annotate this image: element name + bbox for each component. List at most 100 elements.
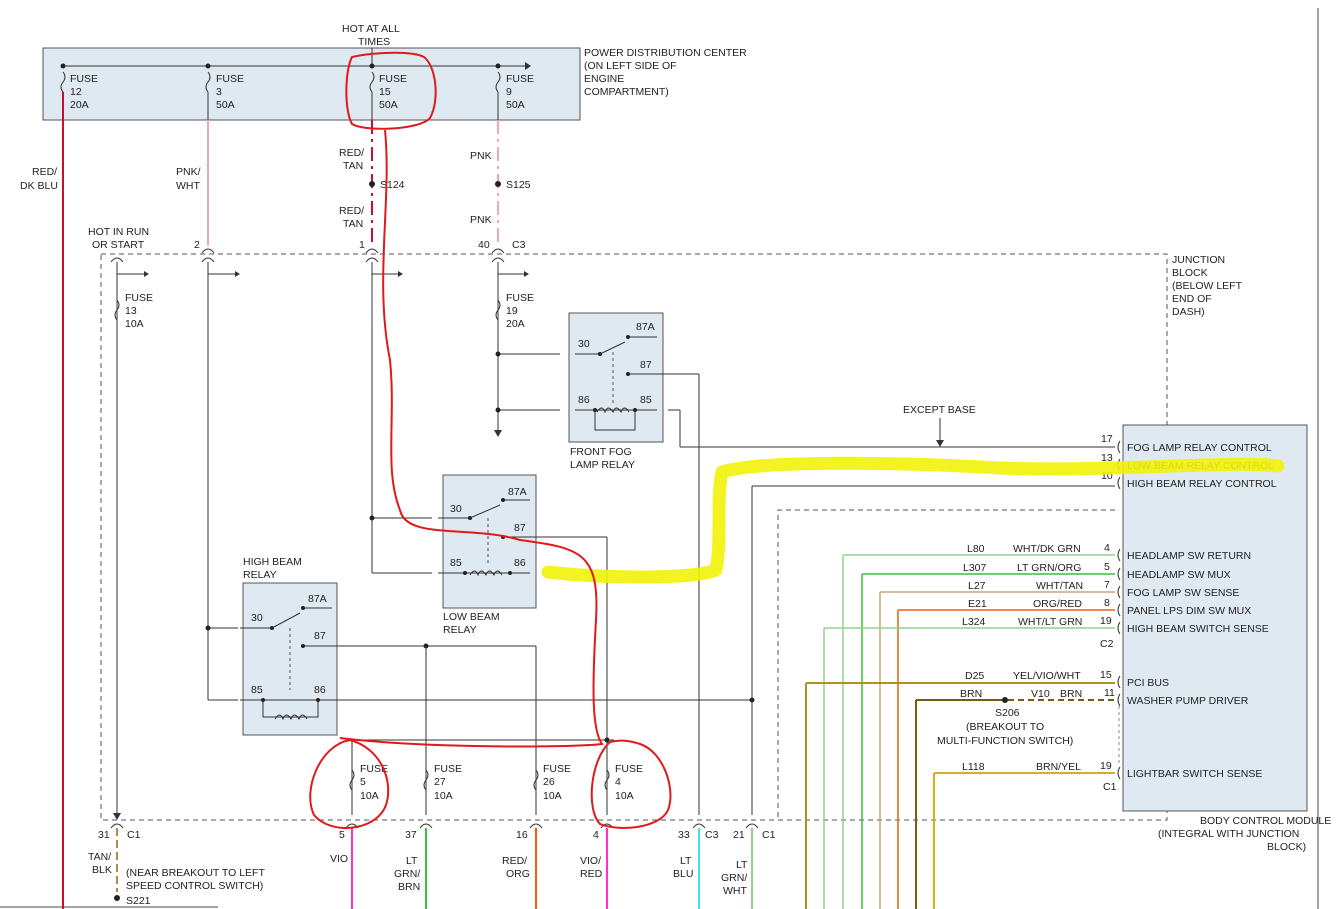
- circuit-l307: L307 LT GRN/ORG 5 HEADLAMP SW MUX: [861, 561, 1231, 909]
- svg-text:LAMP RELAY: LAMP RELAY: [570, 459, 635, 471]
- svg-text:RED/: RED/: [32, 166, 57, 178]
- svg-text:20A: 20A: [506, 318, 525, 330]
- svg-text:26: 26: [543, 776, 555, 788]
- svg-text:L118: L118: [962, 761, 985, 773]
- svg-text:5: 5: [339, 829, 345, 841]
- red-circle-fuse-4: [590, 739, 672, 829]
- svg-text:D25: D25: [965, 670, 984, 682]
- svg-text:21: 21: [733, 829, 745, 841]
- svg-text:FOG LAMP SW SENSE: FOG LAMP SW SENSE: [1127, 587, 1239, 599]
- svg-text:C1: C1: [127, 829, 141, 841]
- svg-text:RELAY: RELAY: [443, 624, 477, 636]
- bcm-title: BODY CONTROL MODULE: [1200, 815, 1331, 827]
- svg-text:(INTEGRAL WITH JUNCTION: (INTEGRAL WITH JUNCTION: [1158, 828, 1299, 840]
- svg-text:HIGH BEAM RELAY CONTROL: HIGH BEAM RELAY CONTROL: [1127, 478, 1277, 490]
- svg-text:BRN: BRN: [1060, 688, 1082, 700]
- svg-text:BLU: BLU: [673, 868, 693, 880]
- svg-text:33: 33: [678, 829, 690, 841]
- svg-text:3: 3: [216, 86, 222, 98]
- svg-text:V10: V10: [1031, 688, 1050, 700]
- except-base-label: EXCEPT BASE: [903, 404, 976, 416]
- svg-text:50A: 50A: [216, 99, 235, 111]
- connector-c1-bcm: C1: [1103, 781, 1117, 793]
- jb-fuse-19: [495, 299, 501, 321]
- svg-text:10: 10: [1101, 470, 1113, 482]
- svg-text:WHT/LT GRN: WHT/LT GRN: [1018, 616, 1082, 628]
- svg-text:87: 87: [314, 630, 326, 642]
- svg-text:10A: 10A: [360, 790, 379, 802]
- jb-fuse-27: FUSE 27 10A: [423, 763, 462, 802]
- svg-text:TAN/: TAN/: [88, 851, 111, 863]
- red-circle-fuse-5: [309, 738, 390, 829]
- circuit-l80: L80 WHT/DK GRN 4 HEADLAMP SW RETURN: [842, 542, 1251, 909]
- svg-text:15: 15: [379, 86, 391, 98]
- svg-text:VIO: VIO: [330, 853, 348, 865]
- svg-text:L80: L80: [967, 543, 985, 555]
- svg-text:4: 4: [593, 829, 599, 841]
- svg-text:FUSE: FUSE: [506, 73, 534, 85]
- svg-text:40: 40: [478, 239, 490, 251]
- svg-text:WHT/TAN: WHT/TAN: [1036, 580, 1083, 592]
- svg-text:OR START: OR START: [92, 239, 145, 251]
- splice-s221: S221: [126, 895, 151, 907]
- svg-text:FUSE: FUSE: [434, 763, 462, 775]
- svg-text:WASHER PUMP DRIVER: WASHER PUMP DRIVER: [1127, 695, 1249, 707]
- svg-text:BRN: BRN: [960, 688, 982, 700]
- svg-text:DASH): DASH): [1172, 306, 1205, 318]
- svg-text:FUSE: FUSE: [506, 292, 534, 304]
- svg-text:50A: 50A: [506, 99, 525, 111]
- svg-text:2: 2: [194, 239, 200, 251]
- svg-text:RED/: RED/: [502, 855, 527, 867]
- s221-note: (NEAR BREAKOUT TO LEFT: [126, 867, 265, 879]
- svg-text:WHT: WHT: [723, 885, 747, 897]
- svg-text:85: 85: [251, 684, 263, 696]
- circuit-d25: D25 YEL/VIO/WHT 15 PCI BUS: [805, 669, 1169, 909]
- red-trace-line: [339, 129, 604, 748]
- svg-text:7: 7: [1104, 579, 1110, 591]
- svg-text:WHT/DK GRN: WHT/DK GRN: [1013, 543, 1081, 555]
- svg-text:VIO/: VIO/: [580, 855, 601, 867]
- svg-text:LIGHTBAR SWITCH SENSE: LIGHTBAR SWITCH SENSE: [1127, 768, 1262, 780]
- svg-text:LT: LT: [680, 855, 692, 867]
- svg-text:HEADLAMP SW MUX: HEADLAMP SW MUX: [1127, 569, 1231, 581]
- svg-text:87A: 87A: [508, 486, 527, 498]
- svg-text:87: 87: [640, 359, 652, 371]
- circuit-e21: E21 ORG/RED 8 PANEL LPS DIM SW MUX: [897, 597, 1251, 909]
- circuit-l324: L324 WHT/LT GRN 19 HIGH BEAM SWITCH SENS…: [823, 615, 1269, 909]
- svg-text:17: 17: [1101, 433, 1113, 445]
- pdc-fuse-12: FUSE 12 20A: [60, 63, 98, 120]
- svg-text:BRN/YEL: BRN/YEL: [1036, 761, 1081, 773]
- svg-text:RED: RED: [580, 868, 603, 880]
- circuit-v10: BRN V10 BRN 11 WASHER PUMP DRIVER S206 (…: [915, 687, 1249, 909]
- svg-text:30: 30: [251, 612, 263, 624]
- svg-text:(ON LEFT SIDE OF: (ON LEFT SIDE OF: [584, 60, 677, 72]
- svg-text:30: 30: [578, 338, 590, 350]
- pdc-box: [42, 47, 581, 121]
- svg-text:10A: 10A: [125, 318, 144, 330]
- svg-text:87A: 87A: [308, 593, 327, 605]
- svg-text:FUSE: FUSE: [379, 73, 407, 85]
- svg-text:20A: 20A: [70, 99, 89, 111]
- svg-text:PANEL LPS DIM SW MUX: PANEL LPS DIM SW MUX: [1127, 605, 1251, 617]
- red-circle-fuse-15: [345, 51, 437, 130]
- svg-text:5: 5: [360, 776, 366, 788]
- svg-text:RED/: RED/: [339, 205, 364, 217]
- svg-text:FUSE: FUSE: [125, 292, 153, 304]
- svg-text:30: 30: [450, 503, 462, 515]
- splice-s124: S124: [380, 179, 405, 191]
- jb-fuse-26: FUSE 26 10A: [533, 763, 571, 802]
- svg-text:31: 31: [98, 829, 110, 841]
- svg-text:19: 19: [506, 305, 518, 317]
- svg-text:85: 85: [450, 557, 462, 569]
- svg-text:FUSE: FUSE: [543, 763, 571, 775]
- svg-text:86: 86: [578, 394, 590, 406]
- pdc-fuse-9: FUSE 9 50A: [495, 63, 534, 120]
- svg-text:SPEED CONTROL SWITCH): SPEED CONTROL SWITCH): [126, 880, 263, 892]
- svg-text:37: 37: [405, 829, 417, 841]
- svg-text:86: 86: [314, 684, 326, 696]
- high-beam-relay-name: HIGH BEAM: [243, 556, 302, 568]
- bcm-pin-fog-lamp-relay-control: 17 FOG LAMP RELAY CONTROL: [1101, 433, 1272, 454]
- svg-text:YEL/VIO/WHT: YEL/VIO/WHT: [1013, 670, 1081, 682]
- svg-text:4: 4: [1104, 542, 1110, 554]
- svg-text:10A: 10A: [615, 790, 634, 802]
